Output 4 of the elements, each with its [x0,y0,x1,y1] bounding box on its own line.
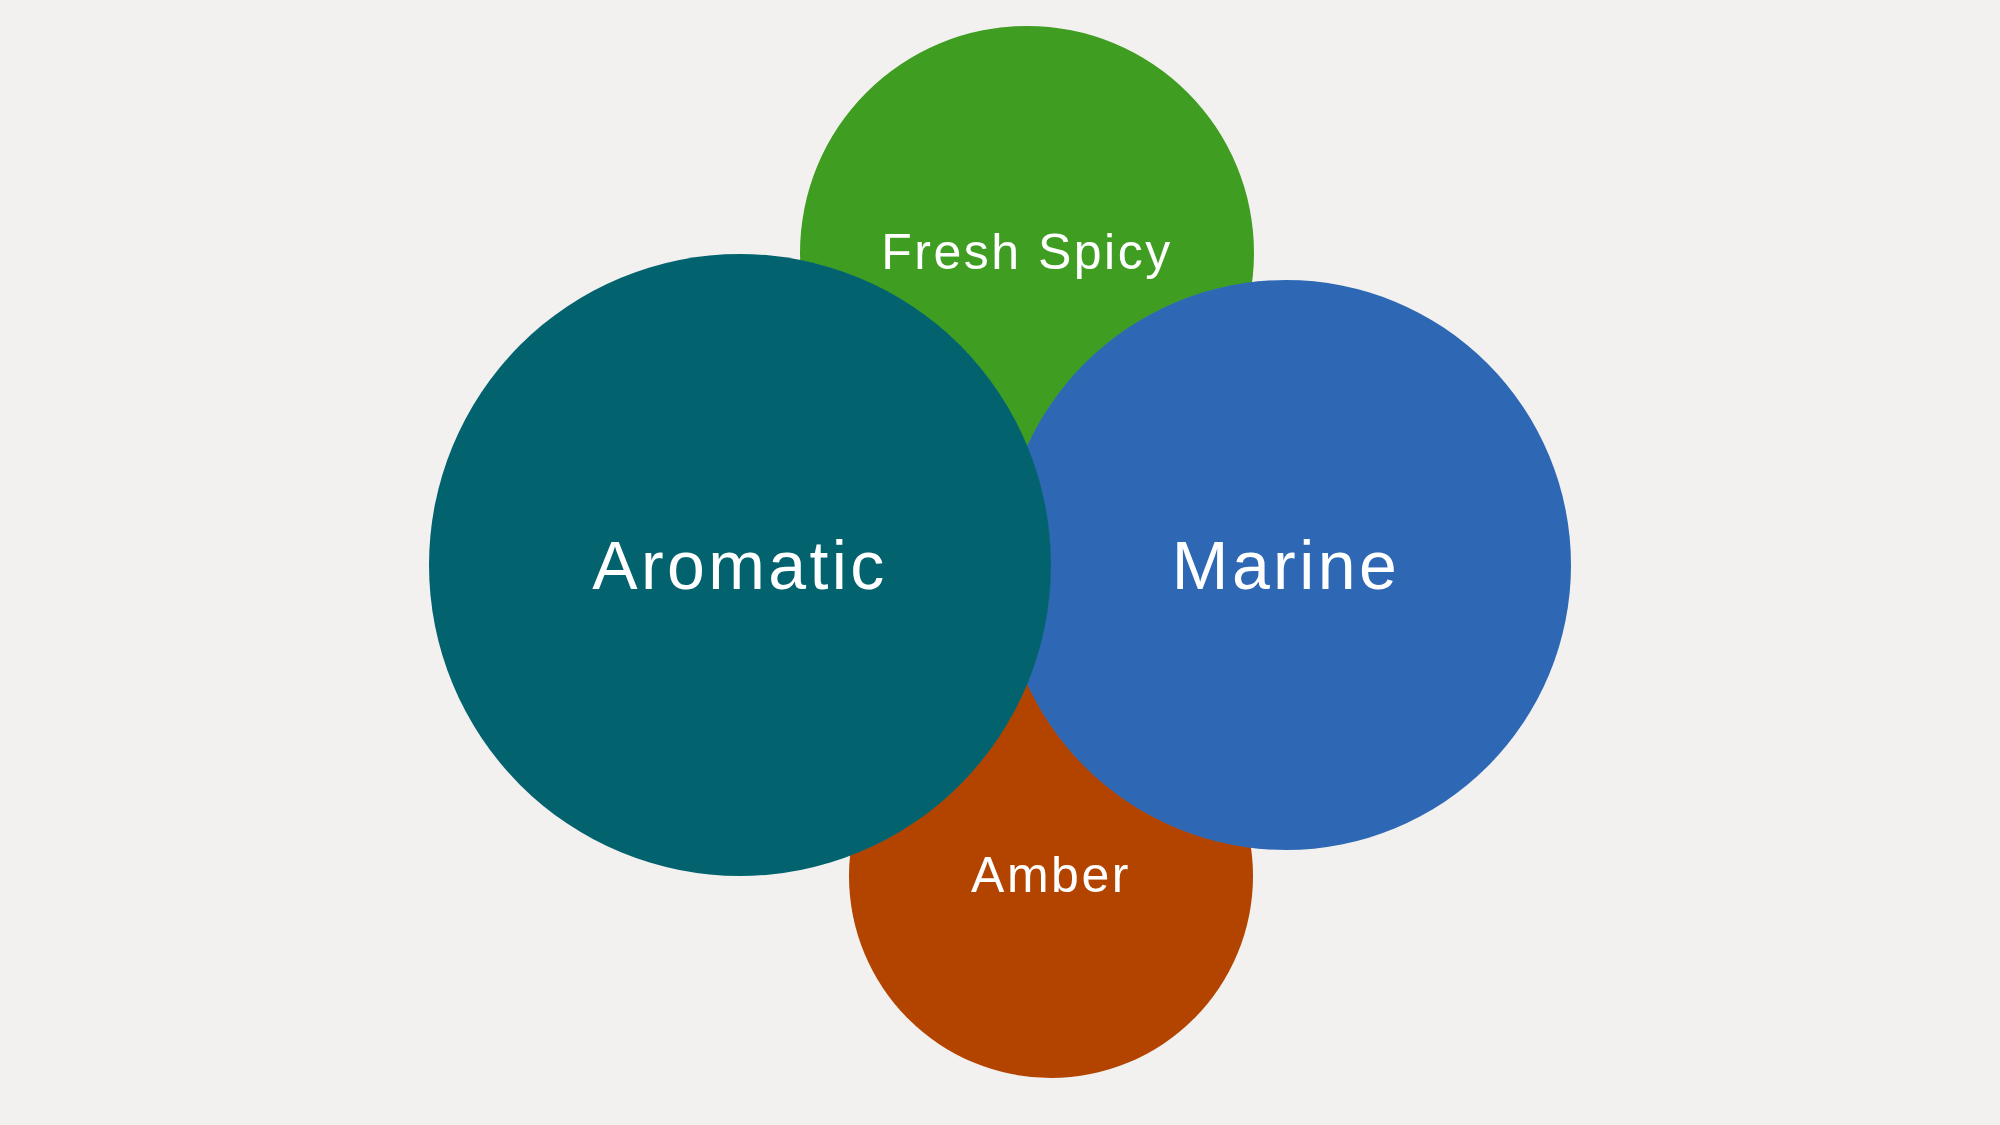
circle-label: Amber [971,847,1131,905]
circle-label: Fresh Spicy [881,224,1173,282]
circle-label: Marine [1171,525,1401,605]
circle-label: Aromatic [592,525,888,605]
